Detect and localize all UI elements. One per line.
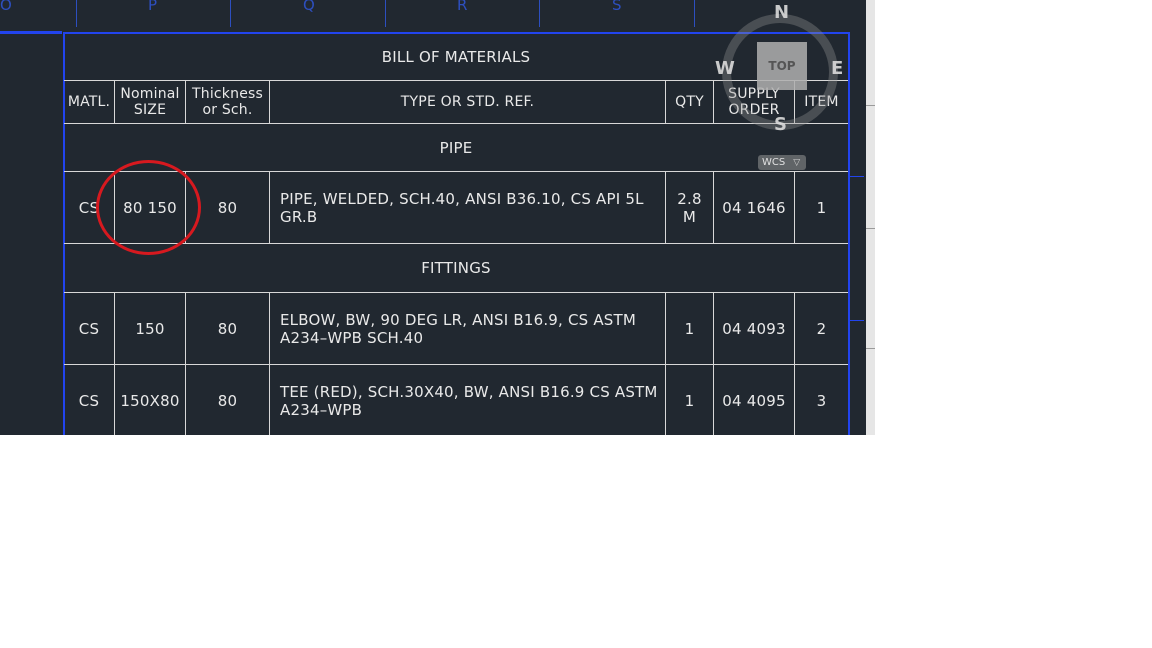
table-row-1-thickness: 80	[217, 198, 238, 217]
table-line	[713, 292, 714, 435]
compass-west[interactable]: W	[715, 58, 735, 79]
table-line	[64, 364, 848, 365]
ruler-tick	[539, 0, 540, 27]
bill-of-materials-table	[63, 32, 850, 435]
table-title: BILL OF MATERIALS	[381, 48, 531, 66]
table-line	[713, 80, 714, 123]
compass-north[interactable]: N	[774, 2, 790, 23]
table-row-1-type: PIPE, WELDED, SCH.40, ANSI B36.10, CS AP…	[280, 189, 644, 226]
table-row-2-matl: CS	[78, 319, 100, 338]
table-line	[64, 80, 848, 81]
ruler-letter-o: O	[0, 0, 12, 14]
header-nominal-size: Nominal SIZE	[120, 86, 180, 118]
viewcube-top-face[interactable]: TOP	[757, 42, 807, 90]
section-fittings: FITTINGS	[421, 259, 491, 277]
ruler-letter-p: P	[148, 0, 158, 14]
table-line	[713, 171, 714, 243]
table-line	[114, 292, 115, 435]
compass-south[interactable]: S	[774, 114, 787, 135]
ruler-letter-s: S	[612, 0, 622, 14]
table-line	[665, 171, 666, 243]
table-line	[269, 171, 270, 243]
header-thickness: Thickness or Sch.	[192, 86, 263, 118]
drawing-frame-tick	[850, 320, 864, 321]
drawing-viewport[interactable]: O P Q R S BILL OF MATERIALS MATL. Nomina…	[0, 0, 875, 435]
table-row-2-type: ELBOW, BW, 90 DEG LR, ANSI B16.9, CS AST…	[280, 310, 637, 347]
table-row-1-supply: 04 1646	[722, 198, 786, 217]
wcs-label: WCS	[762, 157, 786, 168]
table-line	[665, 292, 666, 435]
viewcube-compass[interactable]: TOP N S E W	[712, 2, 852, 184]
table-row-3-size: 150X80	[120, 392, 180, 410]
table-row-3-type: TEE (RED), SCH.30X40, BW, ANSI B16.9 CS …	[280, 383, 658, 419]
table-line	[794, 171, 795, 243]
ruler-letter-r: R	[457, 0, 468, 14]
table-line	[794, 292, 795, 435]
table-row-3-supply: 04 4095	[722, 392, 786, 410]
scroll-grip	[866, 105, 875, 106]
scroll-grip	[866, 348, 875, 349]
table-row-3-qty: 1	[684, 392, 695, 410]
table-row-2-item: 2	[816, 319, 827, 338]
table-line	[64, 243, 848, 244]
drawing-frame-tick	[850, 176, 864, 177]
chevron-down-icon: ▽	[793, 157, 801, 168]
table-line	[64, 123, 848, 124]
ruler-tick	[694, 0, 695, 27]
ruler-letter-q: Q	[303, 0, 315, 14]
table-line	[114, 80, 115, 123]
table-row-2-qty: 1	[684, 319, 695, 338]
table-row-2-supply: 04 4093	[722, 319, 786, 338]
table-line	[185, 80, 186, 123]
header-matl: MATL.	[67, 94, 111, 110]
table-line	[269, 80, 270, 123]
header-qty: QTY	[675, 94, 704, 110]
table-row-3-thickness: 80	[217, 392, 238, 410]
scroll-grip	[866, 228, 875, 229]
table-row-3-item: 3	[816, 392, 827, 410]
compass-east[interactable]: E	[831, 58, 844, 79]
table-row-2-size: 150	[135, 319, 165, 338]
compass-ring[interactable]	[722, 14, 838, 130]
header-type: TYPE OR STD. REF.	[400, 94, 535, 110]
red-annotation-circle	[96, 160, 201, 255]
table-line	[269, 292, 270, 435]
ruler-tick	[76, 0, 77, 27]
table-row-1-matl: CS	[78, 198, 100, 217]
table-line	[185, 292, 186, 435]
section-pipe: PIPE	[439, 138, 473, 157]
ruler-tick	[230, 0, 231, 27]
table-line	[64, 171, 848, 172]
table-row-2-thickness: 80	[217, 319, 238, 338]
ruler-tick	[385, 0, 386, 27]
table-line	[64, 292, 848, 293]
viewport-scroll-strip[interactable]	[866, 0, 875, 435]
table-line	[665, 80, 666, 123]
wcs-menu-button[interactable]: WCS ▽	[758, 155, 806, 170]
drawing-frame-line	[0, 31, 62, 34]
table-row-1-item: 1	[816, 198, 827, 217]
table-row-3-matl: CS	[78, 392, 100, 410]
table-row-1-qty: 2.8 M	[677, 189, 702, 226]
